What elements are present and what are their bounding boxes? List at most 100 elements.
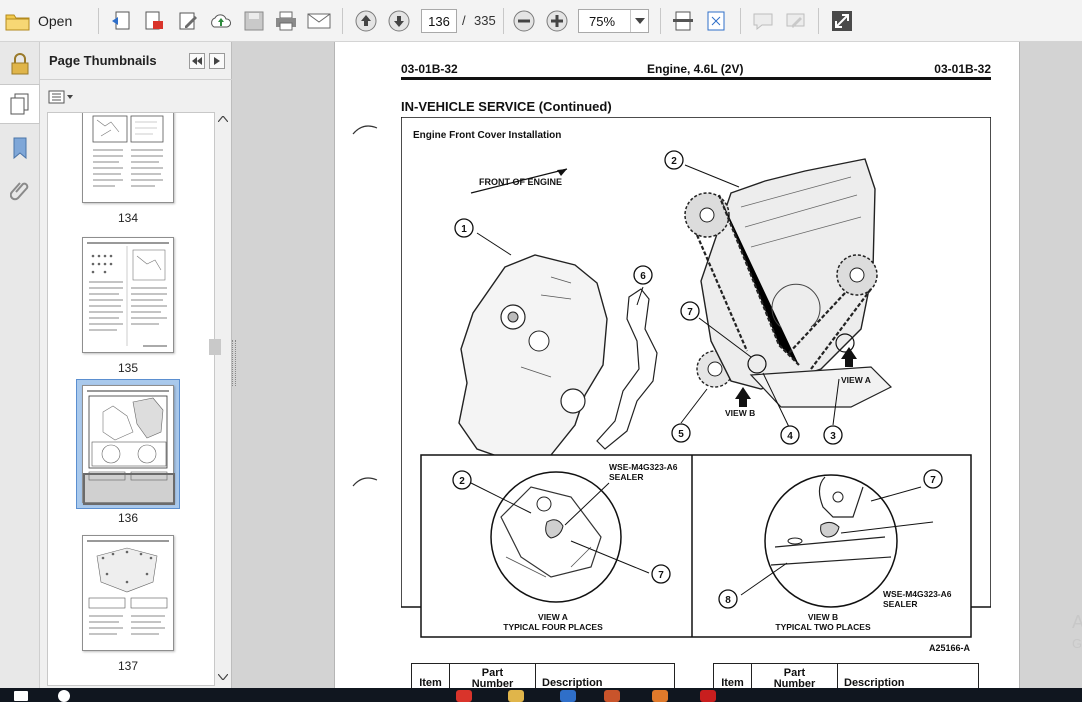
view-b-caption-2: TYPICAL TWO PLACES [775,622,871,632]
fit-page-icon [707,11,725,31]
save-button[interactable] [240,7,268,35]
open-button[interactable]: Open [4,7,86,35]
thumbnail-136[interactable] [82,385,174,503]
envelope-icon [307,13,331,29]
full-screen-button[interactable] [828,7,856,35]
pdf-reader-taskbar-icon[interactable] [700,690,716,702]
svg-text:8: 8 [725,595,731,606]
fit-width-icon [673,11,693,31]
panel-splitter [232,42,334,688]
thumbnail-137[interactable] [82,535,174,651]
zoom-in-button[interactable] [543,7,571,35]
thumbnail-label: 136 [117,511,139,525]
view-a-sealer-word: SEALER [609,472,643,482]
arrow-up-circle-icon [355,10,377,32]
scroll-up-icon[interactable] [218,116,228,122]
callout-1: 1 [454,218,474,238]
view-b-callout-7: 7 [923,469,943,489]
callout-4: 4 [780,425,800,445]
printer-icon [276,11,296,31]
navigation-pane-strip [0,42,40,688]
edit-pdf-button[interactable] [174,7,202,35]
main-toolbar: Open / 335 [0,0,1082,42]
col-description: Description [542,677,603,689]
export-pdf-button[interactable] [140,7,168,35]
document-viewport[interactable]: 03-01B-32 Engine, 4.6L (2V) 03-01B-32 IN… [334,42,1082,690]
print-button[interactable] [272,7,300,35]
toolbar-separator [342,8,343,34]
start-icon[interactable] [14,691,28,701]
comment-button[interactable] [749,7,777,35]
section-title: IN-VEHICLE SERVICE (Continued) [401,99,612,114]
scrollbar-thumb[interactable] [209,339,221,355]
security-lock-button[interactable] [6,50,34,78]
upload-cloud-button[interactable] [207,7,235,35]
thumbnail-list[interactable]: 134 135 [47,112,215,686]
toolbar-separator [98,8,99,34]
svg-text:7: 7 [687,307,693,318]
callout-7: 7 [680,301,700,321]
taskbar-app-icon[interactable] [560,690,576,702]
view-b-sealer-code: WSE-M4G323-A6 [883,589,952,599]
leader-1 [476,232,512,256]
leader-5 [680,388,708,424]
view-a-caption-2: TYPICAL FOUR PLACES [503,622,603,632]
thumbnail-scrollbar[interactable] [216,112,230,686]
view-region-indicator[interactable] [83,473,175,505]
fit-page-button[interactable] [702,7,730,35]
thumbnail-label: 135 [117,361,139,375]
view-b-sealer-word: SEALER [883,599,917,609]
thumbnail-label: 137 [117,659,139,673]
page-thumbnails-tab[interactable] [0,84,40,124]
total-pages: 335 [474,13,496,28]
zoom-out-button[interactable] [510,7,538,35]
callout-3: 3 [823,425,843,445]
taskbar-app-icon[interactable] [652,690,668,702]
svg-text:7: 7 [930,475,936,486]
header-rule [401,77,991,80]
thumbnail-options-button[interactable] [48,88,76,106]
fit-width-button[interactable] [669,7,697,35]
folder-icon[interactable] [508,690,524,702]
thumbnail-preview [87,390,169,481]
thumbnail-134[interactable] [82,113,174,203]
page-header-right: 03-01B-32 [934,62,991,76]
create-pdf-button[interactable] [108,7,136,35]
splitter-grip[interactable] [232,340,236,386]
leader-6 [636,286,644,306]
bookmarks-tab[interactable] [6,134,34,162]
email-button[interactable] [305,7,333,35]
svg-text:5: 5 [678,429,684,440]
leader-7 [698,317,752,358]
view-a-caption-1: VIEW A [538,612,568,622]
highlight-button[interactable] [782,7,810,35]
svg-text:2: 2 [671,156,677,167]
taskbar-app-icon[interactable] [456,690,472,702]
previous-page-button[interactable] [352,7,380,35]
thumbnail-135[interactable] [82,237,174,353]
page-number-input[interactable] [421,9,457,33]
comment-bubble-icon [753,13,773,31]
expand-panel-button[interactable] [209,53,225,69]
taskbar-app-icon[interactable] [604,690,620,702]
highlighter-icon [786,13,805,28]
collapse-panel-button[interactable] [189,53,205,69]
engine-block-drawing [684,158,893,408]
arrow-down-circle-icon [388,10,410,32]
page-thumbnails-panel: Page Thumbnails [40,42,232,688]
view-a-label: VIEW A [841,375,871,385]
scroll-down-icon[interactable] [218,674,228,680]
chevron-down-icon[interactable] [630,10,648,32]
col-description: Description [844,677,905,689]
search-icon[interactable] [58,690,70,702]
front-arrow-head [557,169,567,176]
attachments-tab[interactable] [6,176,34,204]
activation-watermark-line2: G [1072,636,1082,651]
zoom-select[interactable]: 75% [578,9,649,33]
view-b-label: VIEW B [725,408,755,418]
margin-mark [352,477,378,487]
page-header-left: 03-01B-32 [401,62,458,76]
next-page-button[interactable] [385,7,413,35]
